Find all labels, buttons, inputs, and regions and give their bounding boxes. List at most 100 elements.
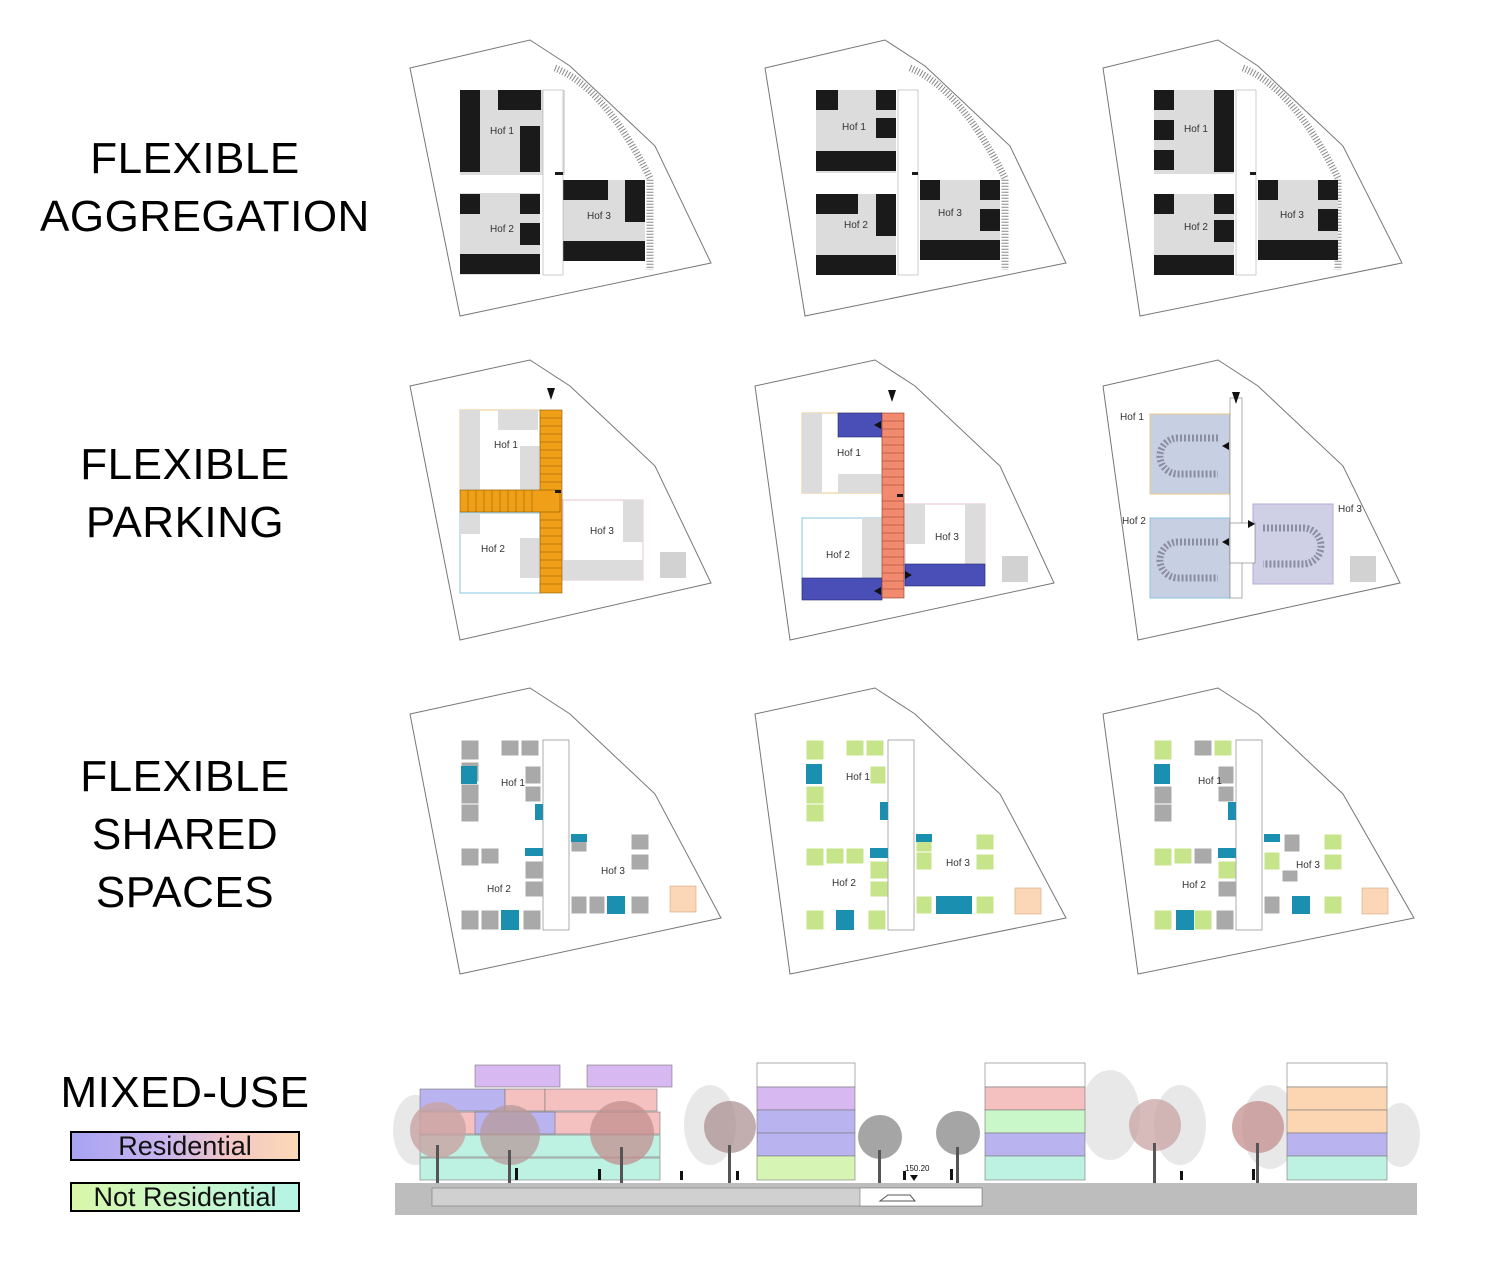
- north-arrow-icon: [1232, 392, 1240, 404]
- spine-marker: [555, 172, 563, 175]
- building-block: [876, 118, 896, 138]
- court-shade: [623, 500, 643, 542]
- court-shade: [862, 518, 882, 578]
- site-boundary: [1102, 359, 1401, 641]
- drive-arrow-icon: [874, 421, 881, 429]
- garage-entrance: [859, 1187, 983, 1207]
- building-block: [1318, 180, 1338, 200]
- building-block: [1154, 120, 1174, 140]
- building-block: [1214, 90, 1234, 172]
- spine: [1235, 89, 1257, 276]
- row-title-line: PARKING: [85, 498, 285, 547]
- parking-blue-right: [904, 563, 986, 587]
- building-block: [1154, 90, 1174, 110]
- shared-plan-1: Hof 1 Hof 2 Hof 3: [409, 687, 722, 975]
- row-title-aggregation: FLEXIBLE AGGREGATION: [40, 130, 370, 246]
- outbuilding: [1350, 556, 1376, 582]
- spine: [542, 89, 564, 276]
- row-title-line: FLEXIBLE: [90, 134, 300, 183]
- parking-stall-lines: [467, 417, 562, 585]
- court-shade: [838, 474, 882, 493]
- parking-spine: [1229, 397, 1243, 599]
- building-block: [460, 254, 540, 274]
- court-shade: [460, 410, 480, 490]
- building-block: [1154, 194, 1174, 214]
- court-shade: [563, 560, 643, 580]
- drive-arrow-icon: [1222, 442, 1229, 450]
- label-hof3: Hof 3: [938, 208, 962, 219]
- label-hof3: Hof 3: [935, 532, 959, 543]
- drive-arrow-icon: [905, 571, 912, 579]
- row-title-line: FLEXIBLE: [80, 440, 290, 489]
- legend-residential: Residential: [70, 1131, 300, 1161]
- label-hof3: Hof 3: [601, 866, 625, 877]
- elevation-marker-icon: [910, 1175, 918, 1181]
- label-hof3: Hof 3: [587, 211, 611, 222]
- building-block: [563, 180, 608, 200]
- aggregation-plan-3: Hof 1 Hof 2 Hof 3: [1102, 39, 1403, 317]
- row-title-line: MIXED-USE: [60, 1068, 310, 1117]
- label-hof3: Hof 3: [1296, 860, 1320, 871]
- shared-square: [669, 885, 697, 913]
- legend-residential-label: Residential: [118, 1131, 252, 1161]
- spine: [542, 739, 570, 931]
- building-block: [920, 180, 940, 200]
- legend-not-residential-label: Not Residential: [93, 1182, 277, 1212]
- parking-arm: [459, 489, 561, 513]
- court-shade: [905, 504, 925, 544]
- unit-grid: [805, 739, 995, 931]
- parking-loop: [1156, 434, 1218, 478]
- spine-marker: [897, 494, 903, 497]
- building-block: [1154, 150, 1174, 170]
- label-hof1: Hof 1: [490, 126, 514, 137]
- parking-plan-1: Hof 1 Hof 2 Hof 3: [409, 359, 712, 641]
- aggregation-plan-1: Hof 1 Hof 2 Hof 3: [409, 39, 712, 317]
- shared-square: [1014, 887, 1042, 915]
- building-block: [563, 241, 645, 261]
- building-block: [816, 255, 896, 275]
- label-hof2: Hof 2: [490, 224, 514, 235]
- ramp: [908, 64, 1009, 270]
- label-hof1: Hof 1: [842, 122, 866, 133]
- parking-stall-lines: [882, 420, 904, 590]
- building-block: [520, 223, 540, 245]
- building-block: [460, 194, 480, 214]
- building-block: [816, 194, 858, 214]
- people-figures: [515, 1168, 1255, 1180]
- row-title-line: AGGREGATION: [40, 192, 370, 241]
- parking-level-hof3: [1252, 503, 1334, 585]
- label-hof2: Hof 2: [844, 220, 868, 231]
- building-3: [984, 1062, 1086, 1181]
- building-block: [1258, 180, 1278, 200]
- drive-arrow-icon: [874, 587, 881, 595]
- building-block: [498, 90, 541, 110]
- parking-loop: [1156, 538, 1218, 582]
- spine-marker: [555, 490, 561, 493]
- outbuilding: [1002, 556, 1028, 582]
- label-hof3: Hof 3: [1280, 210, 1304, 221]
- label-hof1: Hof 1: [846, 772, 870, 783]
- building-block: [980, 180, 1000, 200]
- shared-square: [1361, 887, 1389, 915]
- building-block: [1258, 240, 1338, 260]
- parking-spine: [881, 412, 905, 599]
- parking-plan-2: Hof 1 Hof 2 Hof 3: [754, 359, 1055, 641]
- court-shade: [520, 446, 540, 490]
- site-boundary: [754, 359, 1055, 641]
- row-title-parking: FLEXIBLE PARKING: [40, 436, 330, 552]
- spine-marker: [912, 172, 918, 175]
- unit-grid: [1153, 739, 1301, 931]
- label-hof3: Hof 3: [946, 858, 970, 869]
- row-title-shared: FLEXIBLE SHARED SPACES: [40, 748, 330, 922]
- north-arrow-icon: [547, 388, 555, 400]
- building-block: [1154, 255, 1234, 275]
- row-title-mixed-use: MIXED-USE: [60, 1064, 310, 1122]
- label-hof1: Hof 1: [501, 778, 525, 789]
- north-arrow-icon: [888, 390, 896, 402]
- shared-plan-3: Hof 1 Hof 2 Hof 3: [1102, 687, 1415, 975]
- building-block: [1214, 220, 1234, 242]
- building-block: [876, 90, 896, 110]
- spine: [897, 89, 919, 276]
- parking-connector: [1229, 522, 1256, 564]
- building-block: [816, 90, 838, 110]
